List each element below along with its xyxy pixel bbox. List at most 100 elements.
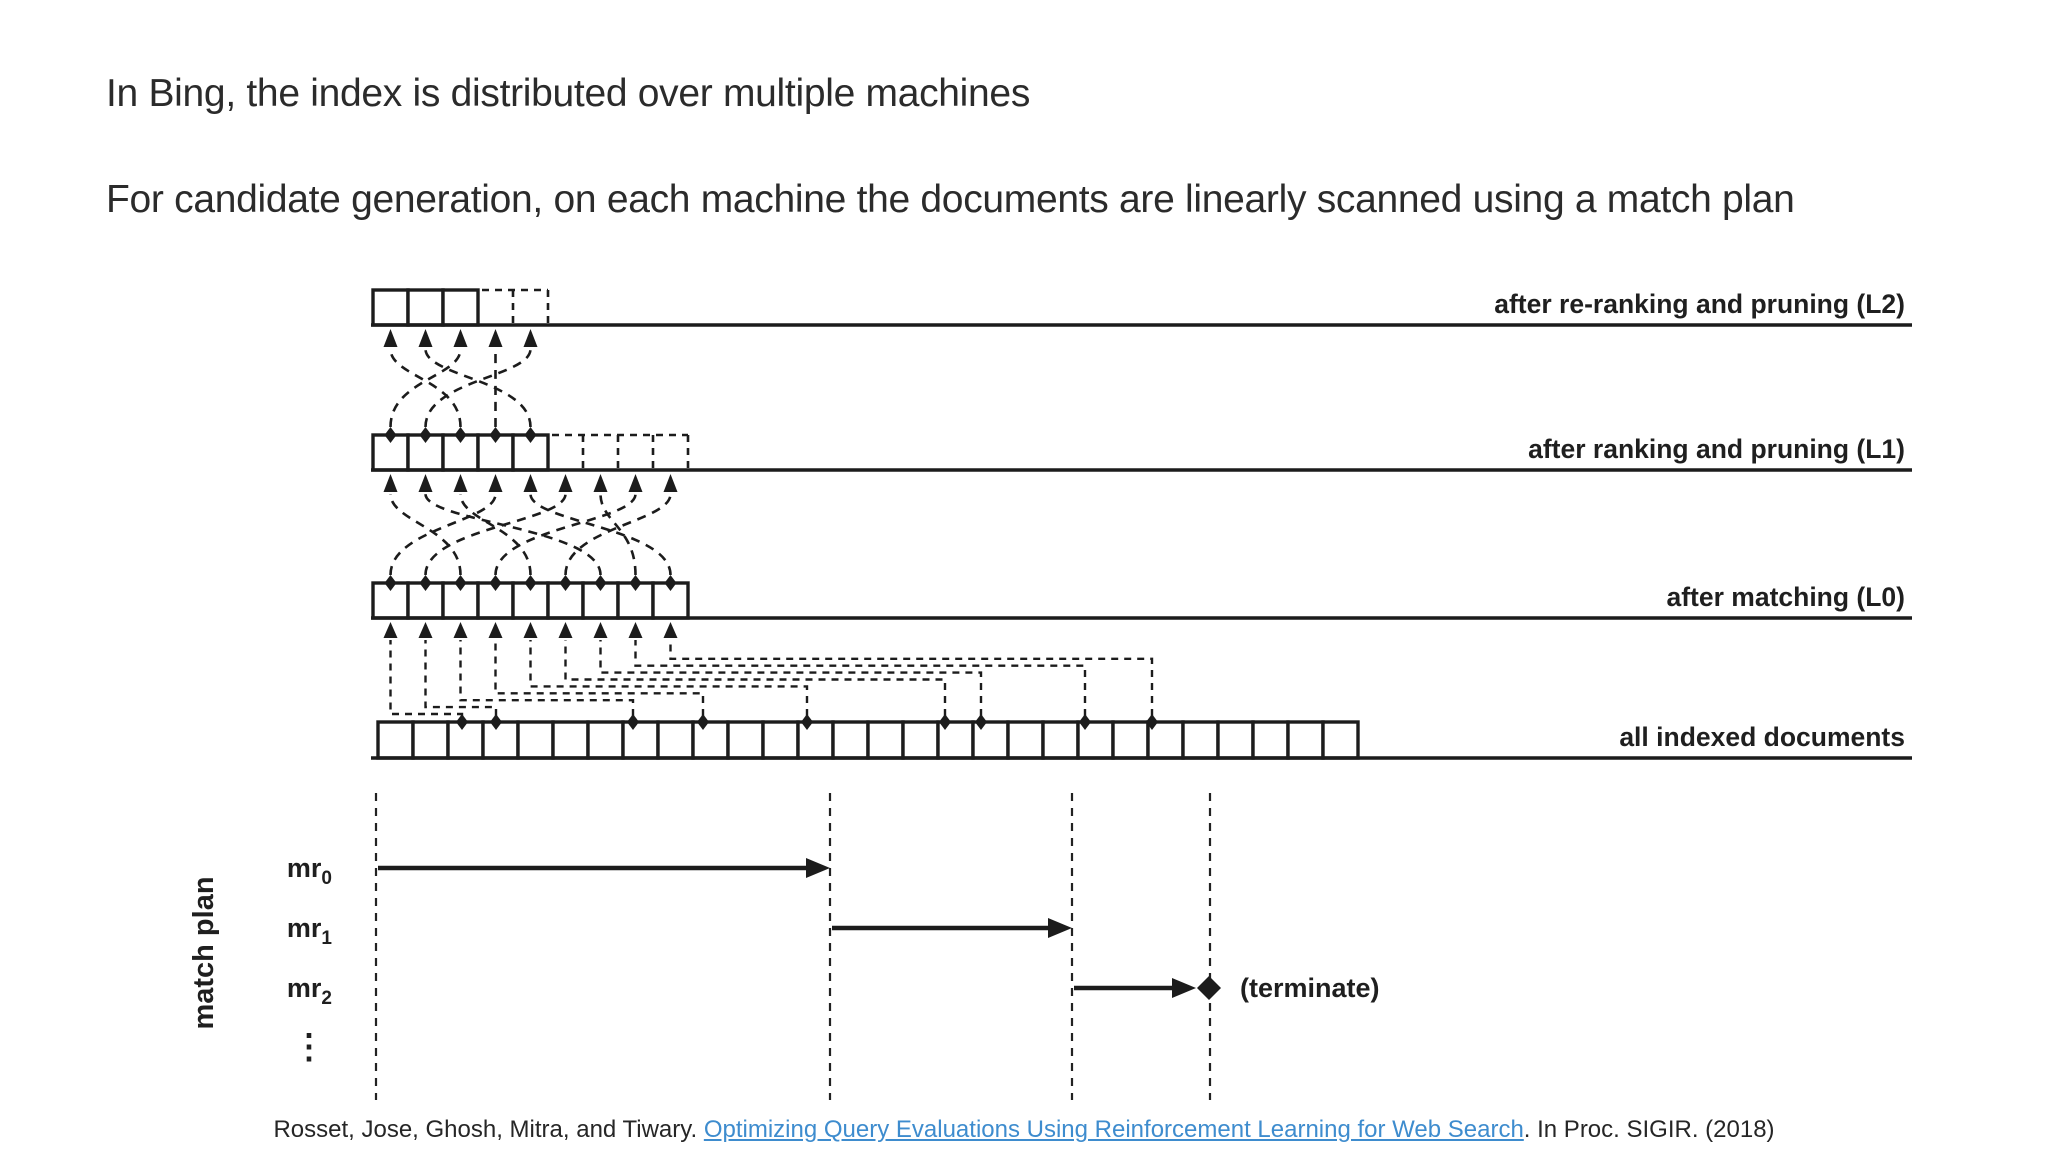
- match-plan-axis-label: match plan: [188, 876, 220, 1029]
- arrowhead-up-icon: [418, 622, 433, 638]
- row-label-l0: after matching (L0): [1666, 582, 1905, 612]
- diamond-marker-icon: [629, 575, 642, 591]
- doc-box: [971, 720, 1010, 760]
- arcs-l1-to-l2: [383, 329, 538, 443]
- doc-box: [1181, 720, 1220, 760]
- diamond-marker-icon: [489, 427, 502, 443]
- arcs-l0-to-l1: [383, 474, 678, 591]
- doc-box: [1006, 720, 1045, 760]
- diamond-marker-icon: [524, 427, 537, 443]
- doc-box: [411, 720, 450, 760]
- doc-row-l2: after re-ranking and pruning (L2): [371, 288, 1912, 327]
- doc-box: [1041, 720, 1080, 760]
- match-rule-arrow: [378, 858, 830, 878]
- doc-box: [551, 720, 590, 760]
- arrowhead-right-icon: [806, 858, 830, 878]
- doc-box: [446, 720, 485, 760]
- diamond-marker-icon: [384, 575, 397, 591]
- doc-box: [516, 720, 555, 760]
- arrowhead-up-icon: [418, 474, 433, 492]
- match-rule-label: mr0: [287, 853, 332, 889]
- arrowhead-up-icon: [523, 622, 538, 638]
- match-rule-label: mr1: [287, 913, 333, 949]
- diamond-marker-icon: [454, 427, 467, 443]
- arrowhead-up-icon: [628, 622, 643, 638]
- terminate-label: (terminate): [1240, 973, 1380, 1003]
- citation-suffix: . In Proc. SIGIR. (2018): [1523, 1116, 1775, 1143]
- doc-box: [406, 288, 445, 327]
- arrowhead-up-icon: [383, 474, 398, 492]
- arrowhead-up-icon: [418, 329, 433, 347]
- doc-box: [1321, 720, 1360, 760]
- citation: Rosset, Jose, Ghosh, Mitra, and Tiwary. …: [273, 1116, 1774, 1144]
- arrowhead-up-icon: [663, 622, 678, 638]
- doc-box: [831, 720, 870, 760]
- diamond-marker-icon: [559, 575, 572, 591]
- doc-box: [901, 720, 940, 760]
- doc-box: [1286, 720, 1325, 760]
- diamond-marker-icon: [627, 714, 639, 730]
- doc-box: [1111, 720, 1150, 760]
- diamond-marker-icon: [939, 714, 951, 730]
- arrowhead-up-icon: [593, 622, 608, 638]
- arrowhead-up-icon: [488, 622, 503, 638]
- diamond-marker-icon: [664, 575, 677, 591]
- diamond-marker-icon: [456, 714, 468, 730]
- arrowhead-up-icon: [523, 329, 538, 347]
- match-rule-arrow: [832, 918, 1072, 938]
- doc-box: [586, 720, 625, 760]
- doc-box: [761, 720, 800, 760]
- doc-box: [1251, 720, 1290, 760]
- match-rule-arrow: [1074, 978, 1196, 998]
- doc-row-l1: after ranking and pruning (L1): [371, 433, 1912, 472]
- more-rules-ellipsis: ⋮: [292, 1028, 326, 1066]
- doc-box: [376, 720, 415, 760]
- row-label-all: all indexed documents: [1619, 722, 1905, 752]
- arrowhead-right-icon: [1048, 918, 1072, 938]
- diamond-marker-icon: [975, 714, 987, 730]
- pruned-doc-slots: [482, 288, 550, 325]
- doc-box: [441, 288, 480, 327]
- arrowhead-up-icon: [523, 474, 538, 492]
- diamond-marker-icon: [490, 714, 502, 730]
- arrowhead-up-icon: [453, 622, 468, 638]
- doc-box: [1216, 720, 1255, 760]
- arrowhead-up-icon: [558, 622, 573, 638]
- arrowhead-up-icon: [383, 329, 398, 347]
- diamond-marker-icon: [1146, 714, 1158, 730]
- arrowhead-up-icon: [628, 474, 643, 492]
- match-plan-section: mr0 mr1 mr2 (terminate) ⋮ match plan: [188, 793, 1380, 1100]
- arrowhead-up-icon: [663, 474, 678, 492]
- diamond-marker-icon: [419, 427, 432, 443]
- diamond-marker-icon: [594, 575, 607, 591]
- row-label-l2: after re-ranking and pruning (L2): [1494, 289, 1905, 319]
- arrowhead-up-icon: [488, 329, 503, 347]
- pruned-doc-slots: [552, 433, 690, 470]
- doc-box: [481, 720, 520, 760]
- arrowhead-right-icon: [1172, 978, 1196, 998]
- diamond-marker-icon: [454, 575, 467, 591]
- arrowhead-up-icon: [383, 622, 398, 638]
- row-label-l1: after ranking and pruning (L1): [1528, 434, 1905, 464]
- arrowhead-up-icon: [488, 474, 503, 492]
- citation-link[interactable]: Optimizing Query Evaluations Using Reinf…: [703, 1116, 1524, 1143]
- doc-row-all: all indexed documents: [371, 720, 1912, 760]
- diamond-marker-icon: [419, 575, 432, 591]
- arrowhead-up-icon: [558, 474, 573, 492]
- slide-title-line1: In Bing, the index is distributed over m…: [106, 72, 1031, 115]
- citation-prefix: Rosset, Jose, Ghosh, Mitra, and Tiwary.: [273, 1116, 704, 1143]
- terminate-diamond-icon: [1197, 976, 1221, 1000]
- match-rule-label: mr2: [287, 973, 332, 1009]
- doc-box: [866, 720, 905, 760]
- doc-box: [726, 720, 765, 760]
- arrowhead-up-icon: [453, 329, 468, 347]
- diamond-marker-icon: [524, 575, 537, 591]
- doc-box: [691, 720, 730, 760]
- doc-box: [656, 720, 695, 760]
- slide-title-line2: For candidate generation, on each machin…: [106, 178, 1795, 221]
- diamond-marker-icon: [489, 575, 502, 591]
- diamond-marker-icon: [384, 427, 397, 443]
- doc-box: [796, 720, 835, 760]
